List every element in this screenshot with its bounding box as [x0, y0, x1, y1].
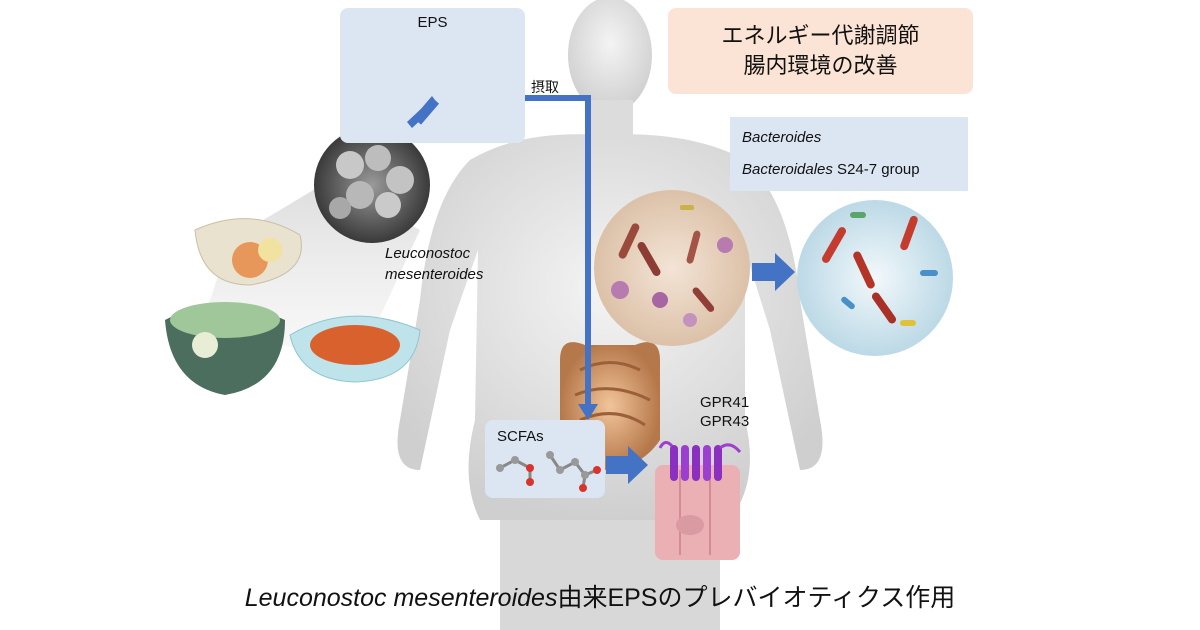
- shifted-microbiota-circle: [797, 200, 953, 356]
- caption-rest: 由来EPSのプレバイオティクス作用: [557, 584, 956, 612]
- caption-italic: Leuconostoc mesenteroides: [244, 584, 558, 612]
- effects-box: エネルギー代謝調節 腸内環境の改善: [668, 8, 973, 94]
- intake-label: 摂取: [531, 79, 559, 95]
- receptor-label: GPR41 GPR43: [700, 393, 749, 431]
- organism-line-2: mesenteroides: [385, 266, 484, 283]
- figure-caption: Leuconostoc mesenteroides由来EPSのプレバイオティクス…: [0, 578, 1200, 614]
- gpcr-receptor: [658, 441, 742, 481]
- fermented-food-bowls: [165, 218, 421, 395]
- sem-bacteria-image: [314, 127, 430, 243]
- intake-arrowhead: [578, 404, 598, 420]
- bacteria-box: Bacteroides Bacteroidales S24-7 group: [730, 117, 968, 191]
- eps-panel: EPS: [340, 8, 525, 143]
- eps-small-arrow-shaft: [414, 98, 440, 125]
- bacteria-item-2-rest: S24-7 group: [832, 161, 920, 178]
- bacteria-item-2-italic: Bacteroidales: [742, 161, 833, 178]
- scfa-molecules: [496, 451, 601, 492]
- scfa-panel-title: SCFAs: [497, 428, 544, 445]
- effect-line-2: 腸内環境の改善: [743, 53, 898, 78]
- epithelial-cells: [655, 465, 740, 560]
- gut-microbiota-circle: [594, 190, 750, 346]
- bacteria-item-2: Bacteroidales S24-7 group: [742, 161, 920, 178]
- microbiota-shift-arrow: [752, 253, 795, 291]
- organism-label: Leuconostoc mesenteroides: [385, 243, 483, 285]
- intake-path-arrow: [525, 95, 591, 408]
- organism-line-1: Leuconostoc: [385, 245, 471, 262]
- effect-line-1: エネルギー代謝調節: [721, 23, 920, 48]
- receptor-line-1: GPR41: [700, 394, 750, 411]
- bacteria-item-1: Bacteroides: [742, 129, 822, 146]
- scfa-to-receptor-arrow: [606, 446, 648, 484]
- receptor-line-2: GPR43: [700, 413, 750, 430]
- eps-panel-title: EPS: [417, 14, 448, 31]
